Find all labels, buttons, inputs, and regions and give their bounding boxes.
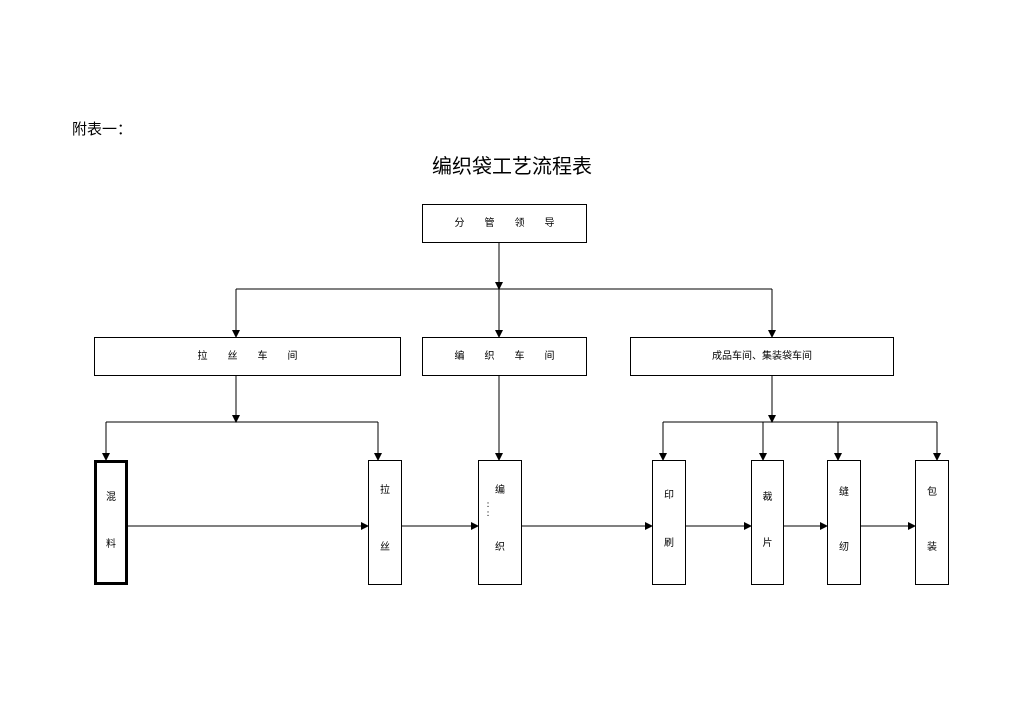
node-cutting: 裁 片 — [751, 460, 784, 585]
node-mixing-char-2: 料 — [106, 539, 116, 550]
node-weaving-workshop: 编 织 车 间 — [422, 337, 587, 376]
node-mixing-char-1: 混 — [106, 492, 116, 503]
node-drawing: 拉 丝 — [368, 460, 402, 585]
node-drawing-workshop: 拉 丝 车 间 — [94, 337, 401, 376]
node-printing-char-2: 刷 — [664, 538, 674, 549]
node-finished-workshop: 成品车间、集装袋车间 — [630, 337, 894, 376]
node-weaving-workshop-label: 编 织 车 间 — [454, 350, 555, 362]
node-printing: 印 刷 — [652, 460, 686, 585]
node-cutting-char-2: 片 — [762, 538, 773, 549]
node-weaving-dots: : : — [486, 500, 490, 519]
node-sewing-char-2: 纫 — [839, 542, 849, 553]
node-finished-workshop-label: 成品车间、集装袋车间 — [712, 350, 812, 362]
node-mixing: 混 料 — [94, 460, 128, 585]
node-packing-char-1: 包 — [927, 487, 937, 498]
node-printing-char-1: 印 — [664, 490, 674, 501]
node-packing-char-2: 装 — [927, 542, 937, 553]
node-weaving: 编 : : 织 — [478, 460, 522, 585]
node-drawing-workshop-label: 拉 丝 车 间 — [197, 350, 298, 362]
node-weaving-char-2: 织 — [495, 542, 505, 553]
node-cutting-char-1: 裁 — [762, 492, 773, 503]
node-supervising-leader: 分 管 领 导 — [422, 204, 587, 243]
node-packing: 包 装 — [915, 460, 949, 585]
node-drawing-char-2: 丝 — [380, 542, 390, 553]
annex-label: 附表一： — [72, 120, 133, 138]
node-sewing: 缝 纫 — [827, 460, 861, 585]
node-weaving-char-1: 编 — [495, 485, 505, 496]
node-sewing-char-1: 缝 — [839, 487, 849, 498]
node-supervising-leader-label: 分 管 领 导 — [454, 217, 555, 229]
node-drawing-char-1: 拉 — [380, 485, 390, 496]
document-title: 编织袋工艺流程表 — [432, 154, 592, 178]
